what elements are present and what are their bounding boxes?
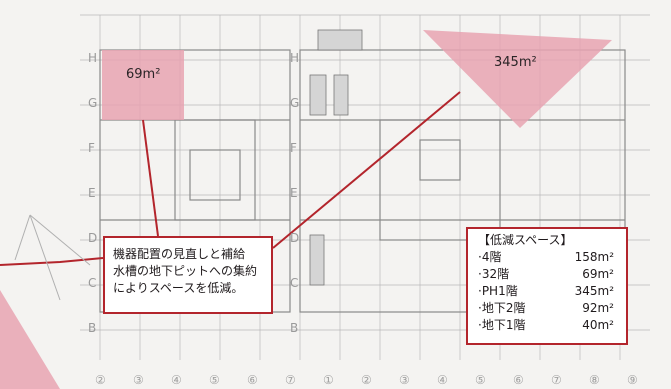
summary-row: ·PH1階 345m² (478, 283, 618, 300)
grid-column-label: ③ (399, 373, 410, 387)
grid-row-labels: H H G G F F E E D D C C B B (88, 51, 299, 335)
summary-floor: ·地下2階 (478, 301, 526, 315)
summary-floor: ·地下1階 (478, 318, 526, 332)
grid-row-label: H (290, 51, 299, 65)
grid-column-label: ⑦ (551, 373, 562, 387)
summary-row: ·地下2階 92m² (478, 300, 618, 317)
summary-area: 158m² (574, 250, 614, 264)
grid-column-label: ⑥ (513, 373, 524, 387)
grid-column-labels: ② ③ ④ ⑤ ⑥ ⑦ ① ② ③ ④ ⑤ ⑥ ⑦ ⑧ ⑨ (95, 373, 638, 387)
grid-column-label: ④ (437, 373, 448, 387)
grid-row-label: H (88, 51, 97, 65)
grid-column-label: ⑦ (285, 373, 296, 387)
grid-column-label: ③ (133, 373, 144, 387)
grid-column-label: ⑤ (475, 373, 486, 387)
grid-row-label: B (290, 321, 298, 335)
grid-row-label: E (290, 186, 298, 200)
grid-column-label: ① (323, 373, 334, 387)
reduced-space-summary: 【低減スペース】 ·4階 158m² ·32階 69m² ·PH1階 345m²… (466, 227, 628, 345)
grid-column-label: ② (361, 373, 372, 387)
grid-row-label: G (88, 96, 97, 110)
equipment-blocks (309, 29, 363, 286)
callout-line: 水槽の地下ピットへの集約 (113, 264, 258, 278)
summary-area: 40m² (582, 318, 614, 332)
grid-row-label: D (88, 231, 97, 245)
summary-floor: ·4階 (478, 250, 502, 264)
grid-row-label: B (88, 321, 96, 335)
grid-column-label: ④ (171, 373, 182, 387)
highlight-area-32f (102, 50, 184, 120)
area-label-32f: 69m² (126, 67, 161, 82)
summary-row: ·32階 69m² (478, 266, 618, 283)
grid-row-label: C (290, 276, 298, 290)
area-label-ph1f: 345m² (494, 55, 537, 70)
grid-row-label: E (88, 186, 96, 200)
highlight-area-offpage (0, 290, 60, 389)
grid-column-label: ② (95, 373, 106, 387)
grid-row-label: F (88, 141, 95, 155)
summary-row: ·4階 158m² (478, 249, 618, 266)
grid-column-label: ⑨ (627, 373, 638, 387)
leader-lines (0, 91, 461, 266)
highlight-area-ph1f (423, 30, 612, 128)
reduction-callout: 機器配置の見直しと補給 水槽の地下ピットへの集約 によりスペースを低減。 (103, 236, 273, 314)
grid-row-label: D (290, 231, 299, 245)
summary-floor: ·32階 (478, 267, 510, 281)
summary-area: 92m² (582, 301, 614, 315)
grid-column-label: ⑤ (209, 373, 220, 387)
summary-floor: ·PH1階 (478, 284, 518, 298)
grid-row-label: F (290, 141, 297, 155)
summary-area: 345m² (574, 284, 614, 298)
callout-line: によりスペースを低減。 (113, 281, 244, 295)
grid-column-label: ⑧ (589, 373, 600, 387)
summary-title: 【低減スペース】 (478, 233, 573, 247)
callout-line: 機器配置の見直しと補給 (113, 247, 246, 261)
construction-lines (14, 214, 91, 301)
grid-row-label: G (290, 96, 299, 110)
summary-area: 69m² (582, 267, 614, 281)
grid-row-label: C (88, 276, 96, 290)
grid-column-label: ⑥ (247, 373, 258, 387)
summary-row: ·地下1階 40m² (478, 317, 618, 334)
